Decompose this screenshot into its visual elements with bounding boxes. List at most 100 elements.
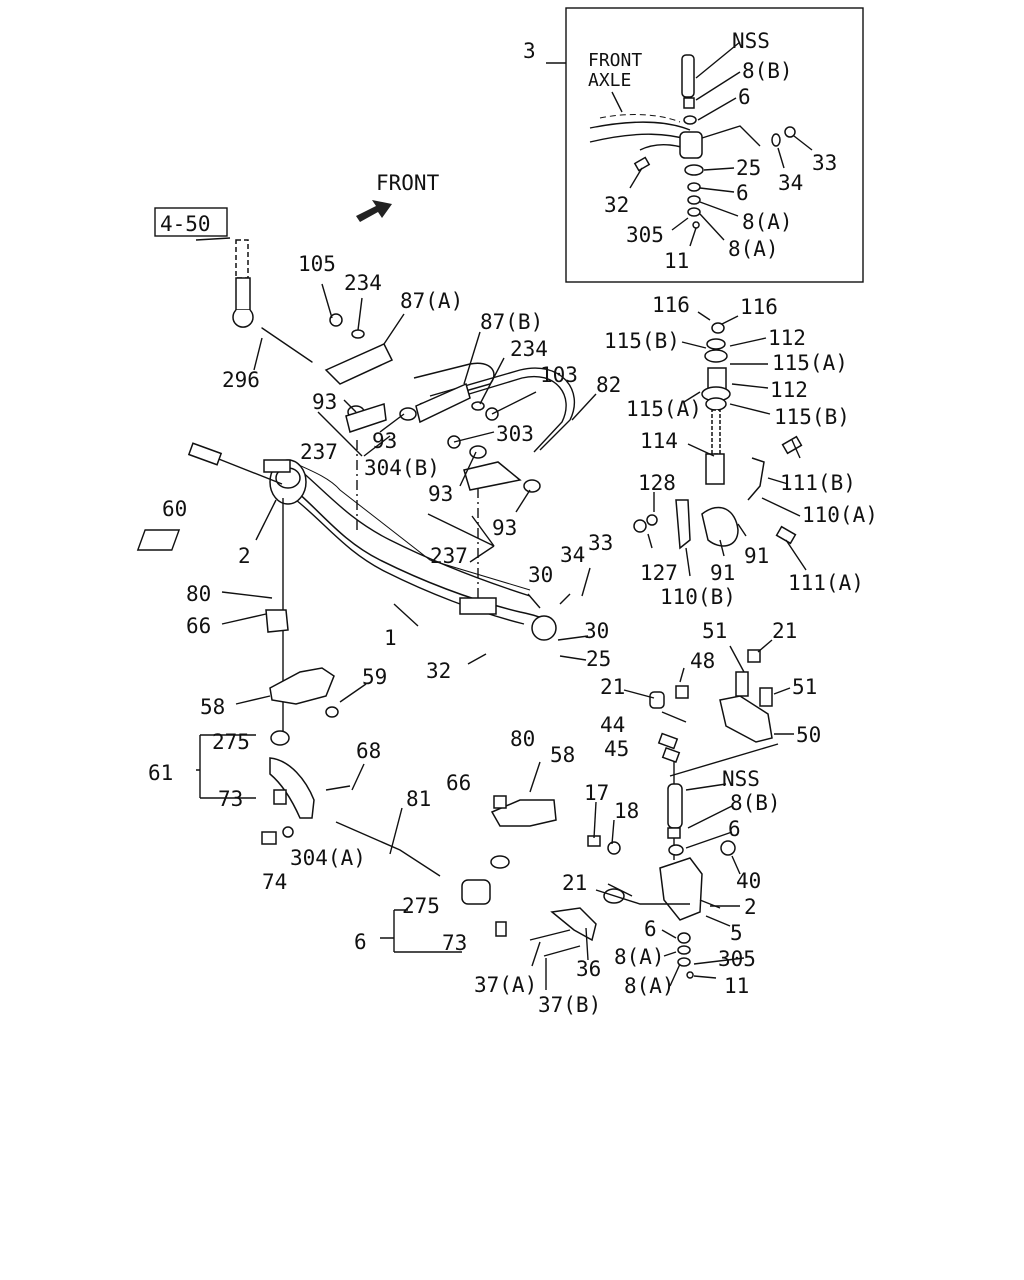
label-66: 66 xyxy=(186,614,211,638)
label-73: 73 xyxy=(442,931,467,955)
label-237: 237 xyxy=(430,544,468,568)
label-51: 51 xyxy=(792,675,817,699)
label-68: 68 xyxy=(356,739,381,763)
shock-absorber xyxy=(195,237,313,371)
label-91: 91 xyxy=(744,544,769,568)
label-21: 21 xyxy=(600,675,625,699)
label-116: 116 xyxy=(652,293,690,317)
label-111a: 111(A) xyxy=(788,571,864,595)
label-8b: 8(B) xyxy=(742,59,793,83)
label-32: 32 xyxy=(426,659,451,683)
leader-lines xyxy=(221,283,807,990)
label-51: 51 xyxy=(702,619,727,643)
label-8a: 8(A) xyxy=(728,237,779,261)
label-116: 116 xyxy=(740,295,778,319)
label-114: 114 xyxy=(640,429,678,453)
label-18: 18 xyxy=(614,799,639,823)
right-knuckle xyxy=(529,649,779,979)
front-arrow-icon xyxy=(356,200,392,222)
label-48: 48 xyxy=(690,649,715,673)
inset-box: 3 FRONT AXLE xyxy=(523,7,864,283)
label-44: 44 xyxy=(600,713,625,737)
label-112: 112 xyxy=(768,326,806,350)
label-6: 6 xyxy=(644,917,657,941)
label-110a: 110(A) xyxy=(802,503,878,527)
label-304a: 304(A) xyxy=(290,846,366,870)
label-73: 73 xyxy=(218,787,243,811)
label-87b: 87(B) xyxy=(480,310,543,334)
label-80: 80 xyxy=(186,582,211,606)
label-5: 5 xyxy=(730,921,743,945)
label-81: 81 xyxy=(406,787,431,811)
label-111b: 111(B) xyxy=(780,471,856,495)
label-66: 66 xyxy=(446,771,471,795)
inset-caption-front: FRONT xyxy=(588,50,642,71)
label-115a: 115(A) xyxy=(626,397,702,421)
label-296: 296 xyxy=(222,368,260,392)
label-50: 50 xyxy=(796,723,821,747)
label-45: 45 xyxy=(604,737,629,761)
bushing-stack xyxy=(633,322,803,550)
label-91: 91 xyxy=(710,561,735,585)
label-60: 60 xyxy=(162,497,187,521)
label-25: 25 xyxy=(586,647,611,671)
label-nss: NSS xyxy=(722,767,760,791)
label-80: 80 xyxy=(510,727,535,751)
label-8a: 8(A) xyxy=(614,945,665,969)
label-8a: 8(A) xyxy=(624,974,675,998)
label-2: 2 xyxy=(744,895,757,919)
label-6: 6 xyxy=(728,817,741,841)
label-303: 303 xyxy=(496,422,534,446)
label-nss: NSS xyxy=(732,29,770,53)
label-61: 61 xyxy=(148,761,173,785)
label-93: 93 xyxy=(492,516,517,540)
label-58: 58 xyxy=(200,695,225,719)
part-labels: NSS 8(B) 6 33 34 25 6 8(A) 8(A) 32 305 1… xyxy=(148,29,878,1017)
label-6: 6 xyxy=(738,85,751,109)
label-32: 32 xyxy=(604,193,629,217)
label-105: 105 xyxy=(298,252,336,276)
left-knuckle xyxy=(261,609,557,937)
label-115a: 115(A) xyxy=(772,351,848,375)
label-305: 305 xyxy=(626,223,664,247)
label-6: 6 xyxy=(354,930,367,954)
label-33: 33 xyxy=(812,151,837,175)
label-40: 40 xyxy=(736,869,761,893)
label-11: 11 xyxy=(724,974,749,998)
label-82: 82 xyxy=(596,373,621,397)
label-304b: 304(B) xyxy=(364,456,440,480)
label-34: 34 xyxy=(560,543,585,567)
stabilizer-bar xyxy=(324,313,576,493)
label-21: 21 xyxy=(772,619,797,643)
label-30: 30 xyxy=(584,619,609,643)
label-112: 112 xyxy=(770,378,808,402)
label-59: 59 xyxy=(362,665,387,689)
label-1: 1 xyxy=(384,626,397,650)
label-8a: 8(A) xyxy=(742,210,793,234)
label-127: 127 xyxy=(640,561,678,585)
axle-beam xyxy=(136,442,557,641)
label-234: 234 xyxy=(510,337,548,361)
label-21: 21 xyxy=(562,871,587,895)
label-33: 33 xyxy=(588,531,613,555)
label-30: 30 xyxy=(528,563,553,587)
label-275: 275 xyxy=(402,894,440,918)
label-2: 2 xyxy=(238,544,251,568)
label-8b: 8(B) xyxy=(730,791,781,815)
label-inset-callout: 3 xyxy=(523,39,536,63)
inset-caption-axle: AXLE xyxy=(588,70,631,91)
label-17: 17 xyxy=(584,781,609,805)
label-275: 275 xyxy=(212,730,250,754)
label-234: 234 xyxy=(344,271,382,295)
label-87a: 87(A) xyxy=(400,289,463,313)
label-128: 128 xyxy=(638,471,676,495)
label-103: 103 xyxy=(540,363,578,387)
label-110b: 110(B) xyxy=(660,585,736,609)
label-11: 11 xyxy=(664,249,689,273)
label-37b: 37(B) xyxy=(538,993,601,1017)
label-115b: 115(B) xyxy=(604,329,680,353)
label-93: 93 xyxy=(372,429,397,453)
label-305: 305 xyxy=(718,947,756,971)
label-37a: 37(A) xyxy=(474,973,537,997)
